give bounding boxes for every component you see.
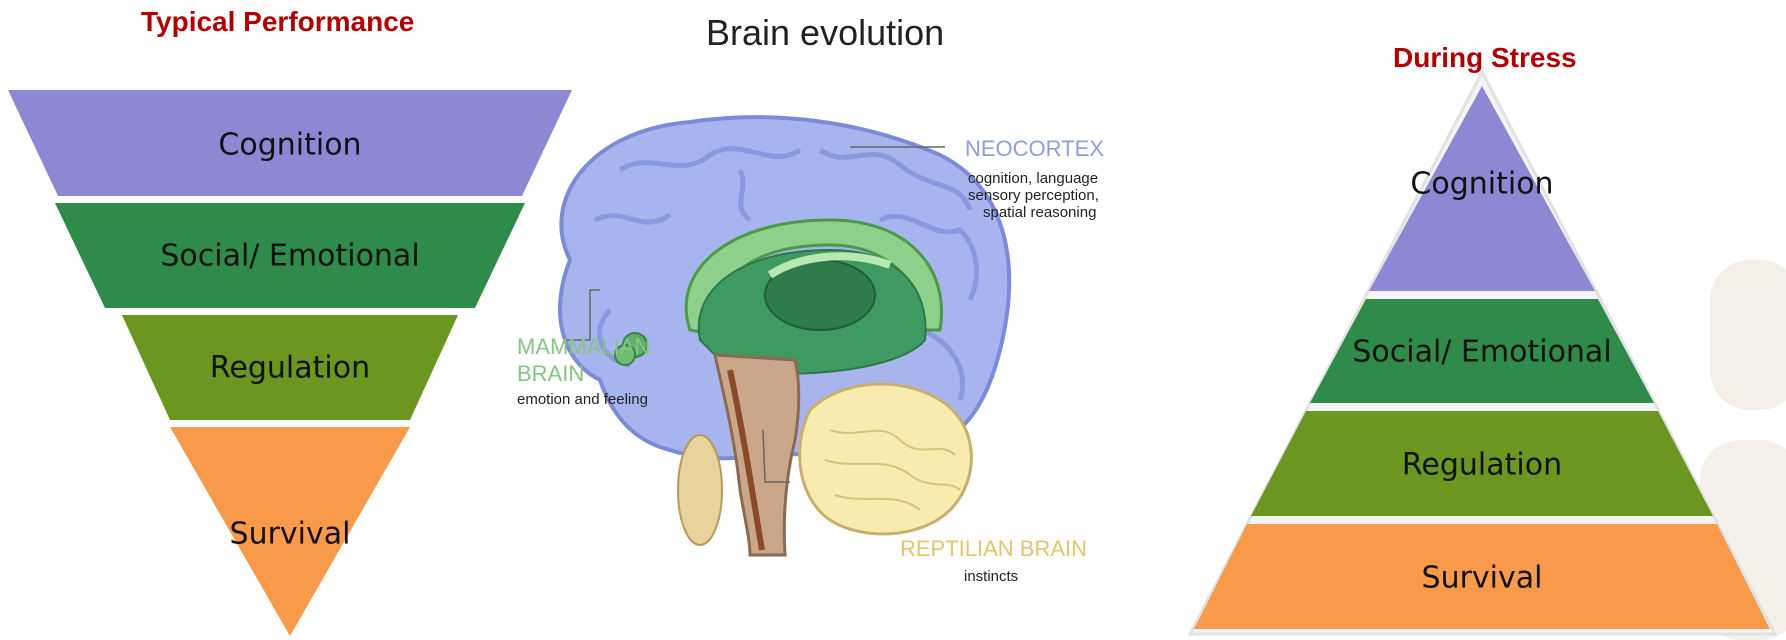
upright-pyramid (1180, 0, 1780, 640)
left-label-cognition: Cognition (218, 128, 361, 163)
neocortex-label: NEOCORTEX (965, 136, 1104, 162)
neocortex-desc-3: spatial reasoning (983, 204, 1096, 221)
left-label-survival: Survival (230, 517, 351, 552)
pons-shape (678, 435, 722, 545)
brain-evolution-title: Brain evolution (706, 12, 944, 54)
left-label-regulation: Regulation (210, 351, 370, 386)
neocortex-desc-1: cognition, language (968, 170, 1098, 187)
reptilian-cerebellum (800, 384, 972, 534)
mammalian-label-2: BRAIN (517, 361, 584, 387)
neocortex-desc-2: sensory perception, (968, 187, 1099, 204)
mammalian-desc: emotion and feeling (517, 391, 648, 408)
right-label-survival: Survival (1422, 561, 1543, 596)
right-label-regulation: Regulation (1402, 448, 1562, 483)
mammalian-label-1: MAMMALIAN (517, 334, 650, 360)
reptilian-label: REPTILIAN BRAIN (900, 536, 1087, 562)
left-label-social-emotional: Social/ Emotional (160, 239, 419, 274)
reptilian-desc: instincts (964, 568, 1018, 585)
right-label-cognition: Cognition (1410, 167, 1553, 202)
right-label-social-emotional: Social/ Emotional (1352, 335, 1611, 370)
